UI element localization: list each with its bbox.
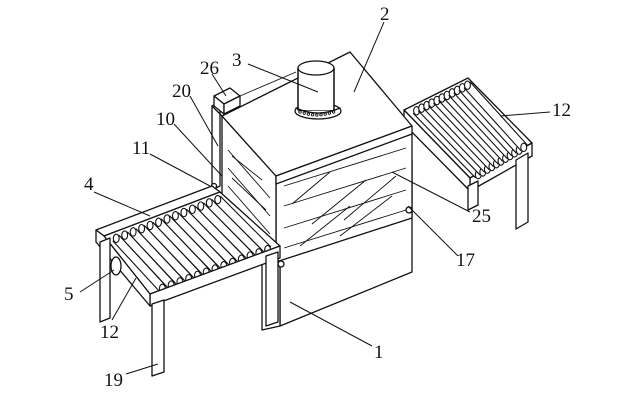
right-conveyor: [403, 77, 533, 230]
label-26: 26: [200, 58, 219, 79]
label-12-left: 12: [100, 322, 119, 343]
label-11: 11: [132, 138, 150, 159]
label-2: 2: [380, 4, 390, 25]
callout-labels: 2 3 26 20 10 11 4 5 12 19 1 17 25 12: [64, 4, 571, 391]
label-17: 17: [456, 250, 475, 271]
leader-lines: [79, 21, 551, 375]
label-5: 5: [64, 284, 74, 305]
label-10: 10: [156, 109, 175, 130]
label-19: 19: [104, 370, 123, 391]
label-25: 25: [472, 206, 491, 227]
machine-body: [210, 51, 413, 331]
label-4: 4: [84, 174, 94, 195]
label-3: 3: [232, 50, 242, 71]
label-12-right: 12: [552, 100, 571, 121]
left-conveyor: [95, 185, 281, 377]
label-20: 20: [172, 81, 191, 102]
label-1: 1: [374, 342, 384, 363]
